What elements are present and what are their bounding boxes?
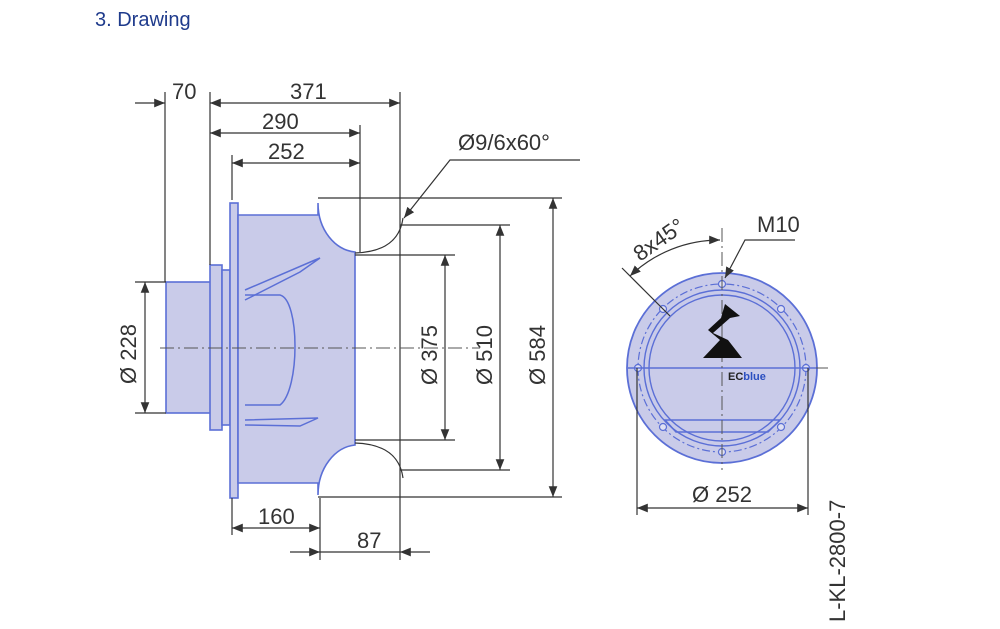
logo-text: ECblue [728, 371, 766, 383]
dim-dia-510: Ø 510 [472, 325, 497, 385]
fan-side-view [165, 202, 404, 499]
dim-160: 160 [258, 504, 295, 529]
drawing-code: L-KL-2800-7 [825, 500, 850, 622]
angle-pattern: 8x45° [629, 213, 690, 266]
dim-70: 70 [172, 79, 196, 104]
section-title: 3. Drawing [95, 9, 191, 31]
dim-dia-228: Ø 228 [116, 324, 141, 384]
dim-252: 252 [268, 139, 305, 164]
dim-371: 371 [290, 79, 327, 104]
dim-dia-375: Ø 375 [417, 325, 442, 385]
logo-lightning-icon [703, 304, 742, 358]
thread-callout: M10 [757, 212, 800, 237]
dim-87: 87 [357, 528, 381, 553]
impeller [237, 202, 356, 496]
dim-dia-252: Ø 252 [692, 482, 752, 507]
extension-lines [135, 92, 562, 560]
hole-callout: Ø9/6x60° [458, 130, 550, 155]
dim-290: 290 [262, 109, 299, 134]
fan-front-view: ECblue [626, 228, 828, 470]
dim-dia-584: Ø 584 [525, 325, 550, 385]
back-plate [229, 202, 239, 499]
